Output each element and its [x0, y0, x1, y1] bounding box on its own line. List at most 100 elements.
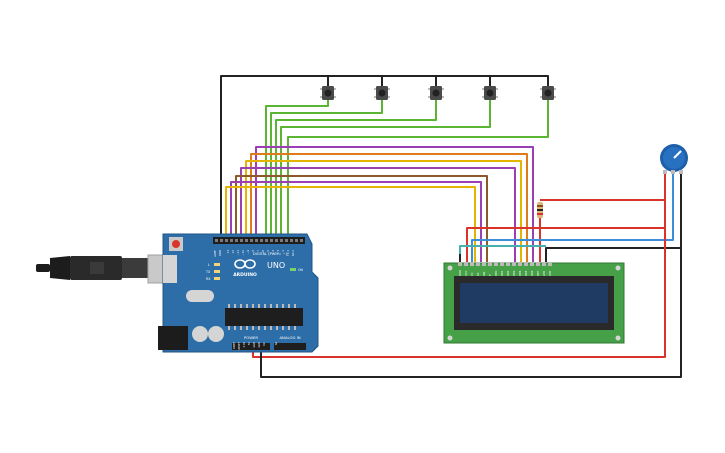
capacitor-1 [192, 326, 208, 342]
led-on [290, 268, 296, 271]
digital-pin-label: ~10 [241, 250, 245, 256]
wire-button-1[interactable] [265, 100, 329, 238]
potentiometer[interactable] [660, 144, 688, 174]
power-pin-label: IOREF [233, 341, 236, 349]
lcd-screen [460, 283, 608, 323]
power-pin-label: GND [258, 342, 261, 348]
lcd-pin-label: DB4 [518, 270, 522, 276]
arduino-brand: ARDUINO [233, 272, 257, 278]
atmega-chip [225, 308, 303, 326]
wire-lcd-yellow-1[interactable] [245, 160, 522, 262]
wire-gnd-buttons[interactable] [220, 75, 549, 238]
wire-resistor-red[interactable] [540, 172, 666, 201]
wire-button-3[interactable] [275, 100, 437, 238]
push-button-3[interactable] [428, 86, 444, 100]
analog-label: ANALOG IN [279, 335, 300, 340]
arduino-uno[interactable]: ARDUINO UNO DIGITAL (PWM= ~) POWER ANALO… [158, 233, 319, 353]
analog-header [274, 343, 306, 350]
digital-pin-label: ~3 [276, 250, 280, 254]
lcd-pin-label: VCC [464, 270, 468, 276]
power-pin-label: 3.3V [243, 342, 246, 348]
wire-lcd-purple-1[interactable] [255, 146, 534, 262]
digital-label: DIGITAL (PWM= ~) [253, 252, 288, 256]
usb-jack [163, 255, 177, 283]
wire-gnd-black-bottom[interactable] [260, 248, 682, 378]
led-l [214, 263, 220, 266]
digital-pin-label: ~11 [236, 250, 240, 256]
power-pin-label: GND [253, 342, 256, 348]
capacitor-2 [208, 326, 224, 342]
oscillator [186, 290, 214, 302]
lcd-pin-label: DB3 [512, 270, 516, 276]
gnd-label: GND [218, 250, 222, 256]
led-tx [214, 270, 220, 273]
power-pin-label: RESET [238, 341, 241, 349]
digital-pin-label: TX 1 [286, 250, 290, 256]
reset-icon [172, 240, 180, 248]
digital-header [213, 237, 305, 244]
lcd-pin-pads [458, 262, 552, 266]
aref-label: AREF [213, 250, 217, 257]
digital-pin-label: 13 [226, 250, 230, 254]
push-button-5[interactable] [540, 86, 556, 100]
wire-lcd-orange[interactable] [250, 153, 528, 262]
lcd-pin-label: DB6 [530, 270, 534, 276]
wire-lcd-purple-2[interactable] [240, 167, 516, 262]
push-button-2[interactable] [374, 86, 390, 100]
lcd-pin-label: GND [458, 270, 462, 276]
push-buttons [320, 86, 556, 100]
digital-pin-label: 8 [251, 250, 255, 252]
digital-pin-label: 2 [281, 250, 285, 252]
led-tx-label: TX [205, 270, 211, 274]
wire-lcd-purple-3[interactable] [230, 181, 482, 262]
power-label: POWER [244, 335, 258, 340]
wire-pot-wiper[interactable] [471, 172, 674, 262]
a0-label: A0 [275, 342, 278, 346]
digital-pin-label: ~5 [266, 250, 270, 254]
lcd-pin-label: DB7 [536, 270, 540, 276]
led-rx-label: RX [206, 277, 211, 281]
arduino-model: UNO [267, 261, 285, 270]
lcd-pin-label: V0 [470, 272, 474, 276]
lcd-pin-label: RS [476, 272, 480, 276]
digital-pin-label: ~6 [261, 250, 265, 254]
wire-lcd-yellow-2[interactable] [225, 186, 476, 262]
wire-lcd-brown[interactable] [235, 175, 488, 262]
lcd-display[interactable] [443, 262, 625, 344]
led-on-label: ON [298, 268, 304, 272]
power-jack [158, 326, 188, 350]
resistor[interactable] [537, 202, 543, 218]
digital-pin-label: 12 [231, 250, 235, 254]
lcd-pin-label: LED [542, 271, 546, 276]
power-header [232, 343, 270, 350]
lcd-mount-hole-2 [615, 265, 621, 271]
lcd-pin-label: DB1 [500, 270, 504, 276]
arduino-logo-icon [234, 259, 256, 269]
digital-pin-label: ~9 [246, 250, 250, 254]
digital-pin-label: 7 [256, 250, 260, 252]
power-pin-label: 5V [248, 342, 251, 346]
lcd-pin-label: DB5 [524, 270, 528, 276]
lcd-pin-label: RW [482, 271, 486, 276]
push-button-4[interactable] [482, 86, 498, 100]
led-l-label: L [208, 263, 210, 267]
power-pin-label: Vin [263, 342, 266, 346]
wire-pot-black[interactable] [545, 172, 682, 262]
wires [220, 75, 682, 378]
lcd-pin-label: LED [548, 271, 552, 276]
lcd-pin-label: E [488, 274, 492, 276]
usb-cable[interactable] [36, 254, 179, 284]
digital-pin-label: RX 0 [291, 250, 295, 256]
led-rx [214, 277, 220, 280]
lcd-pin-label: DB0 [494, 270, 498, 276]
wire-5v-red[interactable] [252, 228, 666, 358]
lcd-mount-hole-1 [447, 265, 453, 271]
chip-pins [228, 304, 296, 330]
lcd-mount-hole-4 [615, 335, 621, 341]
pot-pointer [673, 150, 682, 159]
digital-header-pins [215, 239, 303, 242]
lcd-mount-hole-3 [447, 335, 453, 341]
digital-pin-label: 4 [271, 250, 275, 252]
push-button-1[interactable] [320, 86, 336, 100]
